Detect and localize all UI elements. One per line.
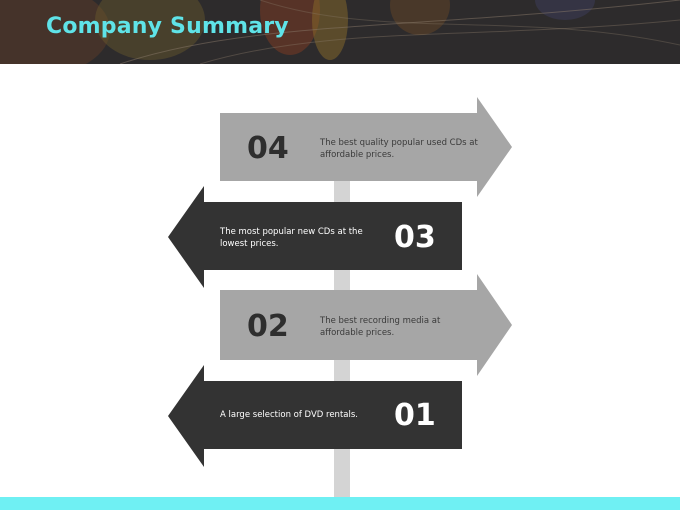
sign-number: 01 xyxy=(394,398,436,433)
page-title: Company Summary xyxy=(46,14,289,39)
sign-number: 03 xyxy=(394,220,436,255)
sign-04: 04 The best quality popular used CDs at … xyxy=(220,97,512,197)
sign-text: A large selection of DVD rentals. xyxy=(220,410,358,420)
sign-text: The most popular new CDs at the lowest p… xyxy=(220,227,363,249)
arrow-right-shape xyxy=(220,274,512,376)
sign-number: 02 xyxy=(247,309,289,344)
sign-text: The best quality popular used CDs at aff… xyxy=(320,138,478,160)
arrow-right-shape xyxy=(220,97,512,197)
footer-accent-bar xyxy=(0,497,680,510)
arrow-left-shape xyxy=(168,186,462,288)
sign-03: The most popular new CDs at the lowest p… xyxy=(168,186,462,288)
sign-text: The best recording media at affordable p… xyxy=(320,316,441,338)
sign-01: A large selection of DVD rentals. 01 xyxy=(168,365,462,467)
header-decoration xyxy=(0,0,680,64)
sign-02: 02 The best recording media at affordabl… xyxy=(220,274,512,376)
sign-number: 04 xyxy=(247,131,289,166)
arrow-left-shape xyxy=(168,365,462,467)
header-banner: Company Summary xyxy=(0,0,680,64)
